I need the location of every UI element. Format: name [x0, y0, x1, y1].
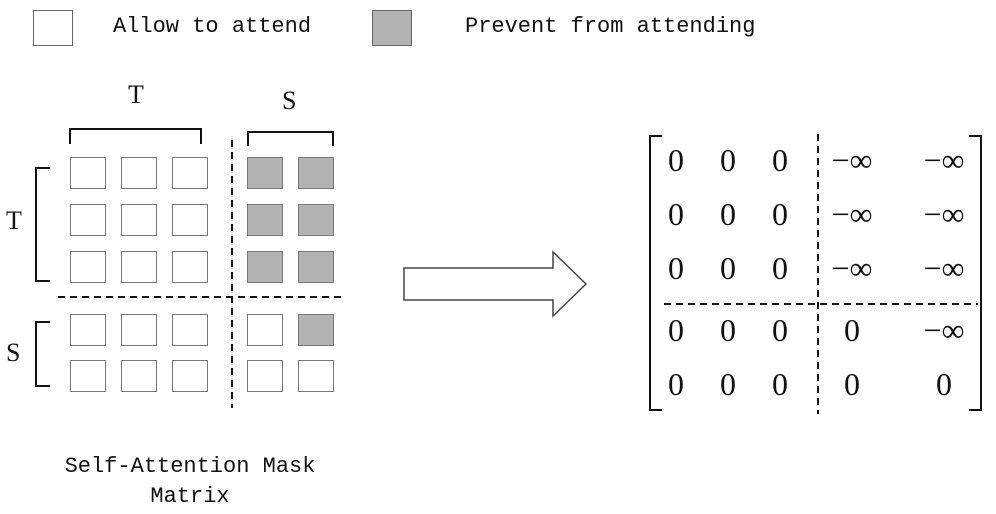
- matrix-entry: 0: [772, 142, 788, 178]
- mask-cell-prevent: [247, 204, 283, 236]
- mask-cell-allow: [298, 360, 334, 392]
- mask-caption-line1: Self-Attention Mask: [64, 454, 316, 479]
- matrix-entry: 0: [668, 142, 684, 178]
- mask-cell-prevent: [298, 157, 334, 189]
- row-group-label-source: S: [6, 338, 21, 367]
- mask-caption: Self-Attention Mask Matrix: [40, 452, 340, 512]
- matrix-entry: 0: [772, 250, 788, 286]
- col-group-label-source: S: [282, 86, 297, 115]
- legend-allow-label: Allow to attend: [113, 14, 312, 39]
- matrix-bracket-right: [969, 135, 982, 411]
- mask-cell-allow: [70, 314, 106, 346]
- arrow-right-icon: [403, 250, 588, 318]
- matrix-entry: 0: [772, 312, 788, 348]
- row-bracket-source: [35, 321, 50, 387]
- mask-cell-allow: [172, 360, 208, 392]
- mask-cell-allow: [247, 314, 283, 346]
- matrix-entry: 0: [720, 196, 736, 232]
- mask-cell-prevent: [298, 204, 334, 236]
- row-bracket-target: [35, 167, 50, 282]
- mask-cell-allow: [121, 314, 157, 346]
- matrix-entry: 0: [844, 312, 860, 348]
- matrix-entry: 0: [668, 366, 684, 402]
- mask-cell-prevent: [247, 251, 283, 283]
- matrix-entry: 0: [936, 366, 952, 402]
- matrix-entry: 0: [772, 366, 788, 402]
- matrix-entry: −∞: [923, 312, 965, 348]
- row-group-label-target: T: [6, 206, 22, 235]
- matrix-entry: 0: [720, 366, 736, 402]
- matrix-entry: 0: [668, 312, 684, 348]
- legend-prevent-label: Prevent from attending: [465, 14, 756, 39]
- matrix-entry: 0: [772, 196, 788, 232]
- matrix-entry: −∞: [831, 142, 873, 178]
- mask-cell-allow: [121, 204, 157, 236]
- mask-cell-allow: [70, 157, 106, 189]
- matrix-entry: −∞: [831, 250, 873, 286]
- matrix-entry: 0: [720, 312, 736, 348]
- mask-cell-allow: [70, 204, 106, 236]
- mask-cell-allow: [172, 204, 208, 236]
- col-bracket-source: [247, 131, 334, 146]
- mask-cell-allow: [172, 251, 208, 283]
- mask-cell-prevent: [298, 314, 334, 346]
- col-bracket-target: [69, 128, 202, 144]
- mask-cell-allow: [172, 157, 208, 189]
- col-group-label-target: T: [128, 80, 144, 109]
- mask-cell-allow: [121, 157, 157, 189]
- mask-cell-prevent: [247, 157, 283, 189]
- matrix-entry: 0: [720, 250, 736, 286]
- mask-cell-allow: [121, 251, 157, 283]
- mask-cell-allow: [70, 360, 106, 392]
- legend-allow-swatch: [33, 10, 73, 46]
- matrix-entry: 0: [720, 142, 736, 178]
- legend-prevent-swatch: [372, 10, 412, 46]
- matrix-entry: −∞: [923, 142, 965, 178]
- matrix-bracket-left: [649, 135, 662, 411]
- matrix-entry: −∞: [831, 196, 873, 232]
- matrix-entry: −∞: [923, 196, 965, 232]
- mask-cell-allow: [172, 314, 208, 346]
- matrix-entry: 0: [668, 250, 684, 286]
- mask-cell-prevent: [298, 251, 334, 283]
- matrix-entry: 0: [844, 366, 860, 402]
- matrix-entry: 0: [668, 196, 684, 232]
- matrix-entry: −∞: [923, 250, 965, 286]
- mask-caption-line2: Matrix: [150, 484, 230, 509]
- mask-cell-allow: [70, 251, 106, 283]
- mask-cell-allow: [247, 360, 283, 392]
- mask-cell-allow: [121, 360, 157, 392]
